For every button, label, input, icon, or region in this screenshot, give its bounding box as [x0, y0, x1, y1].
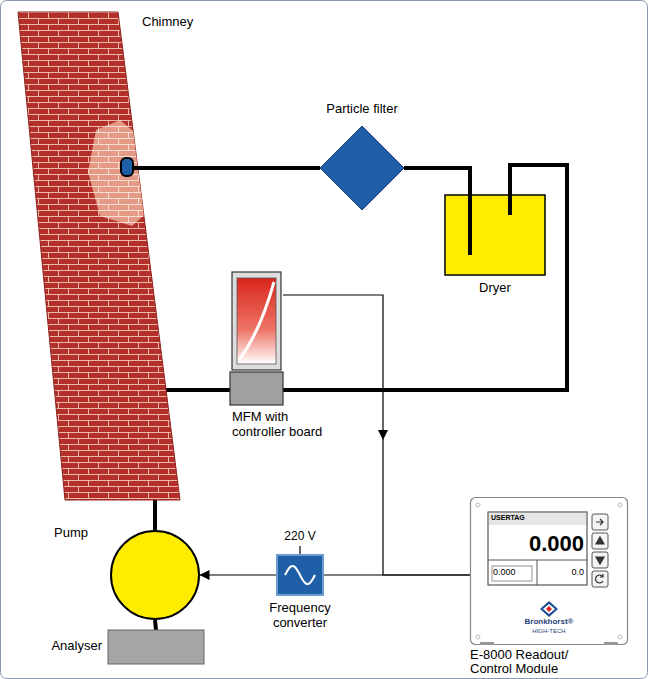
key-button	[592, 533, 608, 549]
analyser-box	[108, 630, 204, 664]
screen-value: 0.000	[492, 532, 584, 556]
display-screen	[488, 512, 587, 585]
module-housing	[471, 498, 628, 645]
display-divider	[537, 560, 538, 585]
housing-screw	[618, 503, 622, 507]
gas-line	[138, 166, 320, 170]
meter-window	[237, 278, 276, 364]
sine-symbol	[285, 566, 315, 584]
node-label: MFM with controller board	[232, 410, 340, 440]
signal-line	[323, 574, 470, 575]
dryer-shape	[445, 195, 545, 275]
pump: Pump	[110, 530, 200, 620]
key-symbol	[596, 537, 604, 544]
signal-line	[200, 574, 277, 575]
key-symbol	[596, 574, 603, 583]
key-button	[592, 514, 608, 530]
dryer-inlet-tube	[468, 195, 472, 255]
housing-screw	[618, 635, 622, 639]
chimney-shape	[18, 12, 180, 500]
dryer-vessel	[445, 195, 545, 275]
logo-mark	[540, 601, 558, 617]
brand-name: Bronkhorst®	[509, 618, 589, 627]
module-foot	[480, 642, 494, 645]
display-field	[492, 566, 532, 581]
gas-line	[283, 165, 567, 390]
arrowhead	[378, 430, 388, 440]
mass-flow-meter: MFM with controller board	[230, 272, 283, 405]
node-label: Pump	[54, 526, 104, 541]
key-button	[592, 571, 608, 587]
dryer: Dryer	[445, 195, 545, 275]
key-button	[592, 552, 608, 568]
dryer-outlet-tube	[508, 195, 512, 215]
mass-flow-meter-shape	[230, 272, 283, 405]
frequency-converter-shape	[277, 555, 323, 595]
node-label: E-8000 Readout/ Control Module	[470, 648, 605, 675]
key-symbol	[596, 519, 603, 525]
analyser-shape	[108, 630, 204, 664]
display-header	[489, 513, 586, 525]
gas-line	[404, 168, 470, 195]
housing-screw	[476, 635, 480, 639]
controller-base	[230, 372, 283, 405]
screen-tag: USERTAG	[491, 514, 583, 522]
node-label: Analyser	[28, 639, 102, 654]
meter-swoosh	[239, 282, 274, 360]
node-label: Frequency converter	[255, 601, 345, 631]
particle-filter: Particle filter	[320, 126, 404, 210]
housing-screw	[476, 503, 480, 507]
key-symbol	[596, 557, 604, 564]
module-foot	[604, 642, 618, 645]
sampling-probe	[121, 158, 133, 176]
pump-circle	[111, 531, 199, 619]
voltage-label: 220 V	[280, 530, 320, 543]
chimney-body	[18, 12, 180, 500]
brand-tagline: HIGH-TECH	[509, 628, 589, 635]
node-label: Chimney	[142, 15, 202, 30]
particle-filter-shape	[320, 126, 404, 210]
screen-value: 0.000	[493, 568, 529, 578]
node-label: Particle filter	[290, 102, 434, 117]
meter-housing	[232, 272, 281, 370]
filter-diamond	[320, 126, 404, 210]
gas-line	[155, 620, 156, 630]
supply-wire	[299, 546, 300, 555]
frequency-converter: Frequency converter	[277, 555, 323, 595]
chimney: Chimney	[18, 12, 180, 500]
chimney-cutaway	[88, 120, 152, 226]
analyser: Analyser	[108, 630, 204, 664]
node-label: Dryer	[445, 281, 545, 296]
converter-box	[277, 555, 323, 595]
screen-value: 0.0	[540, 568, 584, 578]
logo-mark	[546, 606, 552, 612]
pump-shape	[110, 530, 200, 620]
